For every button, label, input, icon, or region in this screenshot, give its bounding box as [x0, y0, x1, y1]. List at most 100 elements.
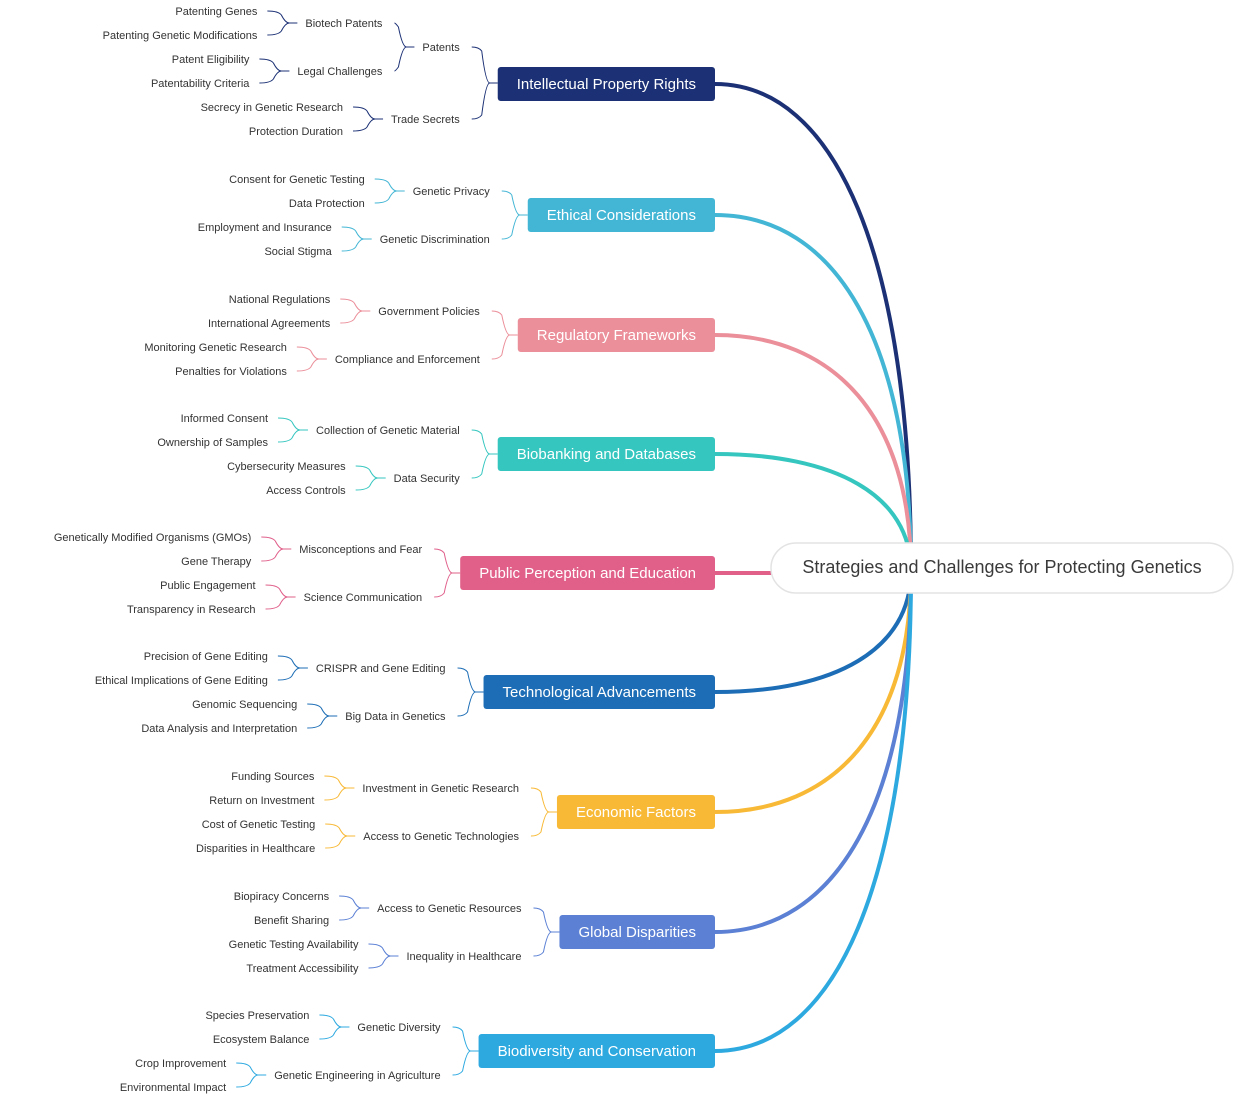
leaf-label: Patenting Genes — [175, 6, 257, 18]
subtopic[interactable]: Access to Genetic Resources Biopiracy Con… — [234, 891, 522, 927]
subtopic[interactable]: Investment in Genetic Research Funding So… — [209, 771, 519, 807]
subtopic-label: Science Communication — [304, 592, 423, 604]
root-node-box — [770, 542, 1234, 594]
branch-box — [517, 318, 715, 352]
subtopic-label: Access to Genetic Resources — [377, 903, 522, 915]
branch-box — [559, 915, 715, 949]
branch-bracket — [434, 548, 461, 598]
leaf-label: Species Preservation — [205, 1010, 309, 1022]
leaf-label: Funding Sources — [231, 771, 315, 783]
branch-box — [527, 198, 715, 232]
mindmap-nodes: Intellectual Property RightsPatentsBiote… — [54, 6, 715, 1094]
branch-connector — [713, 213, 913, 573]
leaf-label: Crop Improvement — [135, 1058, 226, 1070]
branch-1[interactable]: Intellectual Property RightsPatentsBiote… — [103, 6, 715, 138]
branch-box — [556, 795, 715, 829]
subtopic[interactable]: Collection of Genetic Material Informed C… — [157, 413, 459, 449]
leaf-label: Employment and Insurance — [198, 222, 332, 234]
leaf-label: Return on Investment — [209, 795, 314, 807]
subtopic[interactable]: Patents Biotech Patents Patenting GenesPat… — [103, 6, 461, 90]
leaf-label: Ethical Implications of Gene Editing — [95, 675, 268, 687]
leaf-label: Consent for Genetic Testing — [229, 174, 365, 186]
branch-box — [478, 1034, 715, 1068]
branch-label: Biobanking and Databases — [517, 446, 696, 463]
subtopic[interactable]: Science Communication Public EngagementTr… — [127, 580, 422, 616]
subtopic-bracket — [339, 895, 370, 921]
branch-label: Regulatory Frameworks — [537, 327, 696, 344]
subtopic-bracket — [261, 536, 292, 562]
subtopic-bracket — [340, 298, 371, 324]
branch-box — [460, 556, 715, 590]
leaf-label: Protection Duration — [249, 126, 343, 138]
branch-connector — [713, 333, 913, 573]
subtopic-label: Collection of Genetic Material — [316, 425, 460, 437]
leaf-label: Informed Consent — [181, 413, 268, 425]
leaf-label: Cost of Genetic Testing — [202, 819, 316, 831]
leaf-label: Gene Therapy — [181, 556, 252, 568]
branch-connector — [713, 569, 913, 934]
subtopic-label: Investment in Genetic Research — [362, 783, 519, 795]
subtopic-bracket — [355, 465, 386, 491]
subtopic-bracket — [325, 823, 356, 849]
branch-bracket — [471, 429, 498, 479]
leaf-label: Biopiracy Concerns — [234, 891, 330, 903]
subtopic-label: Misconceptions and Fear — [299, 544, 422, 556]
subtopic-bracket — [324, 775, 355, 801]
sub-subtopic-label: Biotech Patents — [305, 18, 383, 30]
leaf-label: Patent Eligibility — [172, 54, 250, 66]
leaf-label: Access Controls — [266, 485, 346, 497]
branch-3[interactable]: Regulatory Frameworks Government Policies… — [144, 294, 715, 378]
subtopic-bracket — [368, 943, 399, 969]
branch-label: Biodiversity and Conservation — [498, 1043, 696, 1060]
subtopic-bracket — [353, 106, 384, 132]
root-node-label: Strategies and Challenges for Protecting… — [802, 557, 1201, 577]
subtopic[interactable]: Misconceptions and Fear Genetically Modif… — [54, 532, 423, 568]
leaf-label: Ownership of Samples — [157, 437, 268, 449]
leaf-label: Precision of Gene Editing — [144, 651, 268, 663]
subtopic-label: Big Data in Genetics — [345, 711, 446, 723]
branch-connector — [713, 82, 913, 573]
branch-bracket — [471, 46, 498, 120]
branch-box — [497, 437, 715, 471]
leaf-label: Data Analysis and Interpretation — [141, 723, 297, 735]
subtopic-label: Patents — [422, 42, 460, 54]
branch-bracket — [530, 787, 557, 837]
root-node[interactable]: Strategies and Challenges for Protecting… — [770, 542, 1234, 594]
subtopic-bracket — [319, 1014, 350, 1040]
leaf-label: Public Engagement — [160, 580, 255, 592]
subtopic-label: Genetic Engineering in Agriculture — [274, 1070, 440, 1082]
subtopic[interactable]: Big Data in Genetics Genomic SequencingDa… — [141, 699, 446, 735]
leaf-label: Genetically Modified Organisms (GMOs) — [54, 532, 251, 544]
subtopic-label: Genetic Diversity — [357, 1022, 441, 1034]
branch-box — [497, 67, 715, 101]
branch-5[interactable]: Public Perception and Education Misconcep… — [54, 532, 715, 616]
subtopic[interactable]: Genetic Engineering in Agriculture Crop I… — [120, 1058, 441, 1094]
leaf-label: Transparency in Research — [127, 604, 256, 616]
subtopic-bracket — [394, 22, 415, 72]
subtopic-bracket — [296, 346, 327, 372]
branch-9[interactable]: Biodiversity and Conservation Genetic Div… — [120, 1010, 715, 1094]
branch-label: Public Perception and Education — [479, 565, 696, 582]
leaf-label: Genomic Sequencing — [192, 699, 297, 711]
subtopic-label: Data Security — [394, 473, 461, 485]
branch-4[interactable]: Biobanking and Databases Collection of Ge… — [157, 413, 715, 497]
leaf-label: Treatment Accessibility — [246, 963, 359, 975]
leaf-label: Data Protection — [289, 198, 365, 210]
